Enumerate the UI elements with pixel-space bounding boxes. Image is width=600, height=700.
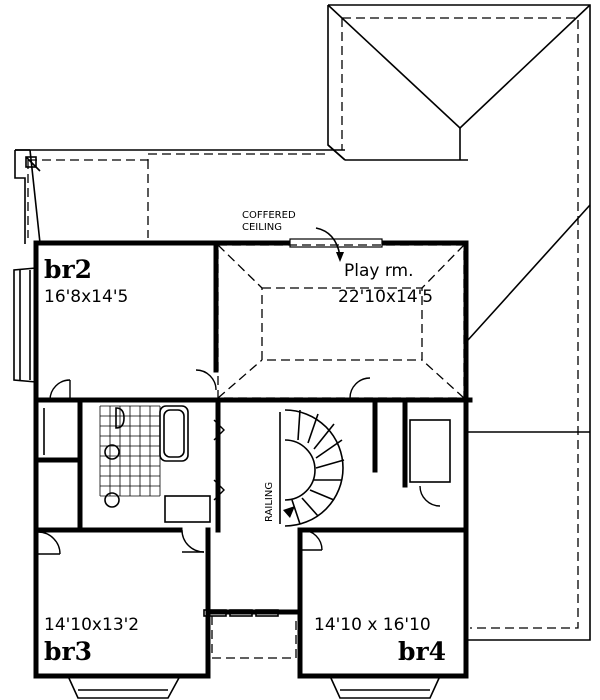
br2-name: br2 [44,255,92,284]
roof-outline [327,4,591,641]
sink-upper [104,444,120,460]
interior-walls [33,240,473,615]
br4-size: 14'10 x 16'10 [314,615,431,635]
bath-tiles [99,405,161,497]
br4-name: br4 [398,637,446,666]
vanity [164,495,211,523]
spiral-stair [279,409,345,527]
left-overhang [14,149,345,244]
doors [37,369,441,555]
front-window-br4 [329,675,441,699]
ceiling-label: CEILING [242,222,282,233]
coffered-arrowhead [336,252,344,262]
bay-window-br2 [13,267,37,383]
coffered-ceiling [217,244,465,399]
play-room-size: 22'10x14'5 [338,287,433,307]
sink-lower [104,492,120,508]
toilet [115,407,125,429]
railing-label: RAILING [264,482,275,522]
coffered-label: COFFERED [242,210,296,221]
bathtub-inner [163,409,185,458]
closet-br4 [409,419,451,483]
play-room-name: Play rm. [344,261,414,281]
br3-size: 14'10x13'2 [44,615,139,635]
br2-size: 16'8x14'5 [44,287,128,307]
front-window-br3 [67,675,181,699]
bathtub [159,405,189,462]
br3-name: br3 [44,637,92,666]
entry-window [203,609,297,659]
